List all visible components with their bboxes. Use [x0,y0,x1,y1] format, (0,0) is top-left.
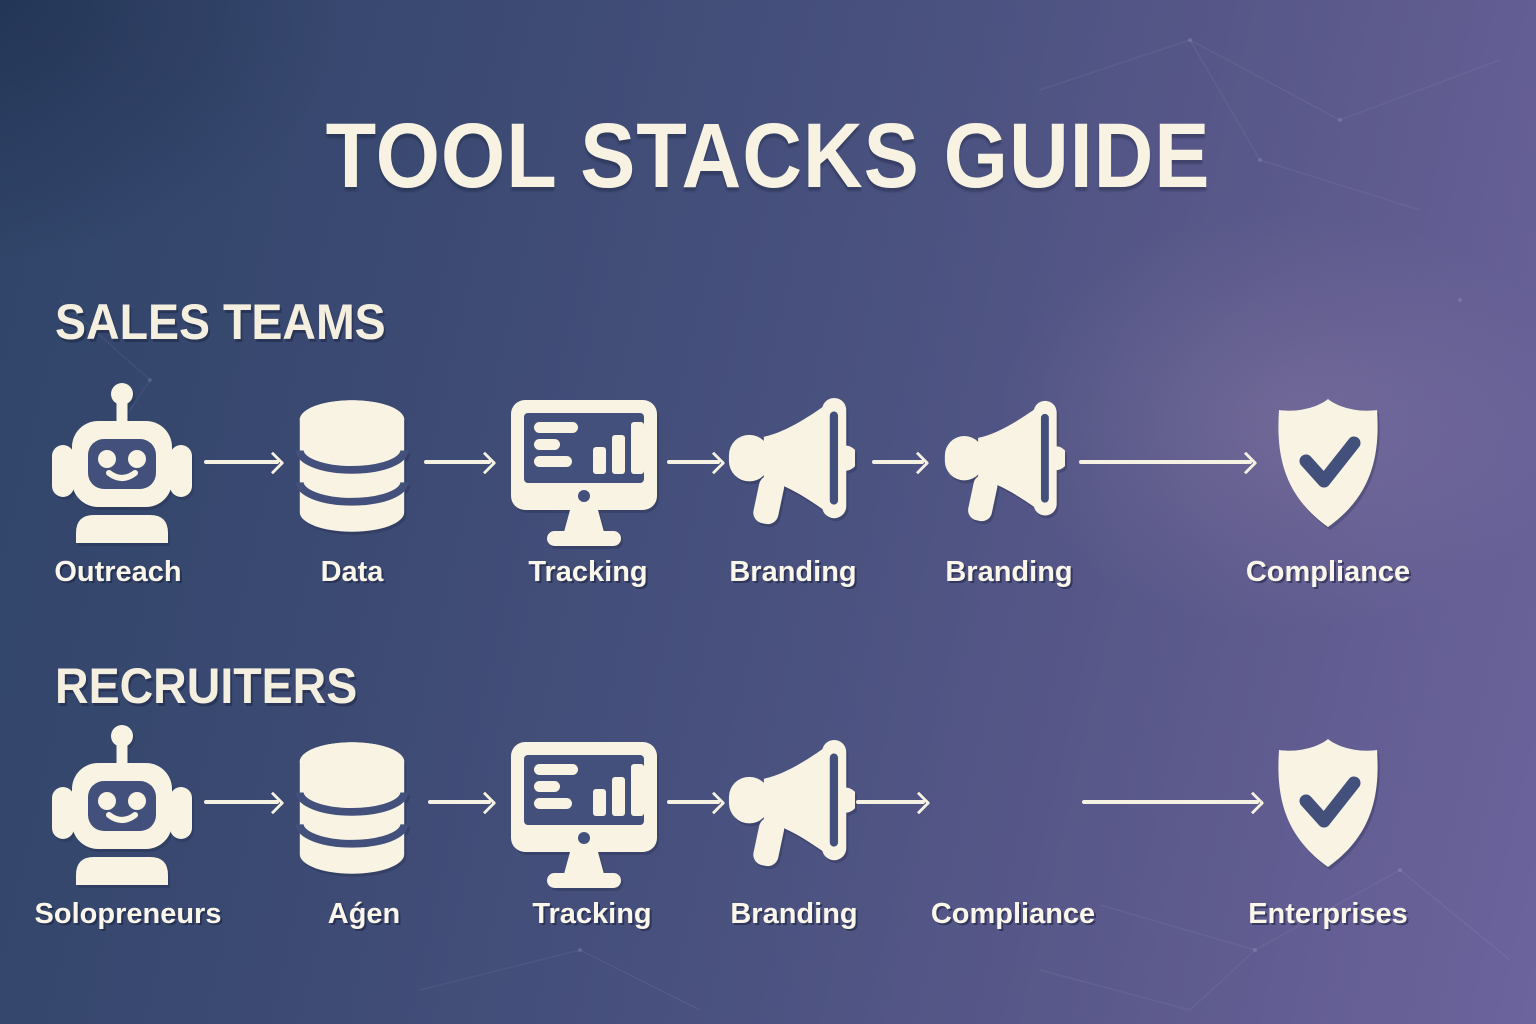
flow-arrow [667,792,723,812]
flow-arrow [424,452,494,472]
section-heading-sales-teams: SALES TEAMS [55,294,386,350]
flow-arrow [204,792,282,812]
database-icon [294,398,410,534]
step-label: Enterprises [1248,898,1408,930]
flow-arrow [1082,792,1262,812]
megaphone-icon [727,396,855,526]
shield-check-icon [1272,736,1384,870]
step-label: Tracking [532,898,652,930]
flow-arrow [856,792,928,812]
megaphone-icon [943,399,1065,523]
step-label: Compliance [930,898,1096,930]
megaphone-icon [727,738,855,868]
step-label: Branding [730,898,858,930]
robot-icon [52,725,192,885]
step-label: Tracking [528,556,648,588]
database-icon [294,740,410,876]
flow-arrow [1079,452,1255,472]
flow-arrow [872,452,927,472]
step-label: Branding [945,556,1073,588]
flow-arrow [204,452,282,472]
step-label: Data [320,556,384,588]
robot-icon [52,383,192,543]
monitor-chart-icon [509,398,659,550]
monitor-chart-icon [509,740,659,892]
page-title: TOOL STACKS GUIDE [325,105,1211,207]
section-heading-recruiters: RECRUITERS [55,658,358,714]
step-label: Solopreneurs [34,898,222,930]
step-label: Branding [729,556,857,588]
flow-arrow [428,792,494,812]
step-label: Compliance [1245,556,1411,588]
flow-arrow [667,452,723,472]
shield-check-icon [1272,396,1384,530]
step-label: Outreach [54,556,182,588]
step-label: Aǵen [327,898,401,930]
